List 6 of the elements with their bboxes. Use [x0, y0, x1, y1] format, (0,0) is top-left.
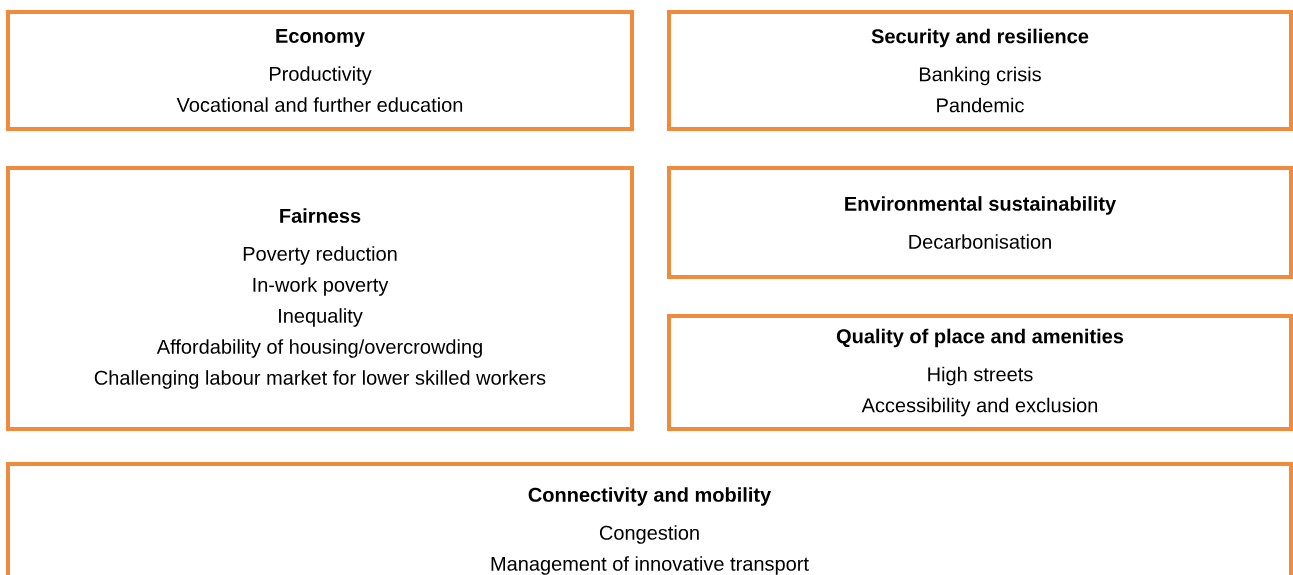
category-box: Connectivity and mobility Congestion Management of innovative transport	[6, 462, 1293, 575]
category-box: Fairness Poverty reduction In-work poverty Inequality Affordability of housing/overcrowding Challenging labour market for lower skilled workers	[6, 166, 634, 431]
category-box: Economy Productivity Vocational and further education	[6, 10, 634, 131]
category-box: Environmental sustainability Decarbonisation	[667, 166, 1293, 279]
category-box: Quality of place and amenities High streets Accessibility and exclusion	[667, 314, 1293, 431]
category-box: Security and resilience Banking crisis Pandemic	[667, 10, 1293, 131]
